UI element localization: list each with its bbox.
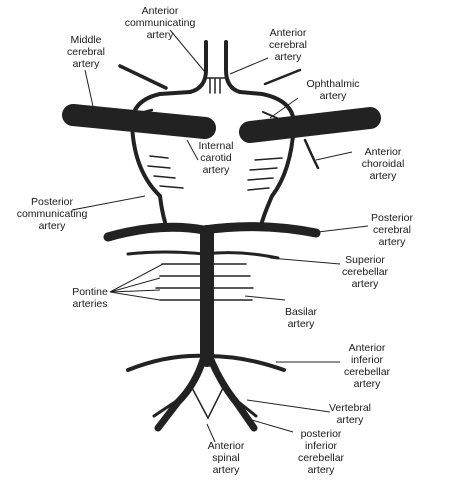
label-pointers xyxy=(71,29,369,443)
label-superior-cerebellar-artery: Superior cerebellar artery xyxy=(341,254,389,290)
left-posterior-cerebral-artery xyxy=(103,222,209,242)
label-vertebral-artery: Vertebral artery xyxy=(328,402,372,426)
label-anterior-communicating-artery: Anterior communicating artery xyxy=(124,5,196,41)
label-pontine-arteries: Pontine arteries xyxy=(72,286,108,310)
right-superior-cerebellar-artery xyxy=(202,251,280,260)
label-posterior-cerebral-artery: Posterior cerebral artery xyxy=(370,212,413,248)
left-posterior-inferior-cerebellar-artery xyxy=(152,398,180,418)
right-frontal-branch xyxy=(263,68,302,86)
left-perforators xyxy=(147,155,184,189)
label-anterior-spinal-artery: Anterior spinal artery xyxy=(207,440,245,476)
left-middle-cerebral-artery xyxy=(62,104,216,139)
right-anterior-inferior-cerebellar-artery xyxy=(205,354,286,372)
left-anterior-inferior-cerebellar-artery xyxy=(126,353,209,372)
label-anterior-inferior-cerebellar-artery: Anterior inferior cerebellar artery xyxy=(343,342,391,390)
label-posterior-inferior-cerebellar-artery: posterior inferior cerebellar artery xyxy=(297,428,345,476)
anterior-choroidal-artery xyxy=(303,138,320,170)
left-vertebral-artery xyxy=(154,356,207,432)
right-posterior-inferior-cerebellar-artery xyxy=(234,398,258,418)
right-internal-carotid-artery xyxy=(260,120,296,224)
left-anterior-cerebral-artery xyxy=(188,40,208,94)
label-basilar-artery: Basilar artery xyxy=(284,306,318,330)
right-perforators xyxy=(247,157,283,191)
right-middle-cerebral-artery xyxy=(239,107,381,143)
right-vertebral-artery xyxy=(207,356,258,432)
right-posterior-cerebral-artery xyxy=(199,222,321,238)
left-internal-carotid-artery xyxy=(130,120,167,224)
right-anterior-cerebral-artery xyxy=(224,40,242,94)
label-anterior-cerebral-artery: Anterior cerebral artery xyxy=(269,27,307,63)
left-superior-cerebellar-artery xyxy=(126,250,206,256)
anterior-spinal-artery xyxy=(190,385,225,420)
left-middle-cerebral-stub xyxy=(118,64,168,90)
label-internal-carotid-artery: Internal carotid artery xyxy=(198,140,234,176)
label-anterior-choroidal-artery: Anterior choroidal artery xyxy=(361,146,405,182)
label-ophthalmic-artery: Ophthalmic artery xyxy=(306,78,360,102)
label-middle-cerebral-artery: Middle cerebral artery xyxy=(67,34,105,70)
anterior-communicating-artery xyxy=(204,77,229,94)
label-posterior-communicating-artery: Posterior communicating artery xyxy=(16,196,88,232)
